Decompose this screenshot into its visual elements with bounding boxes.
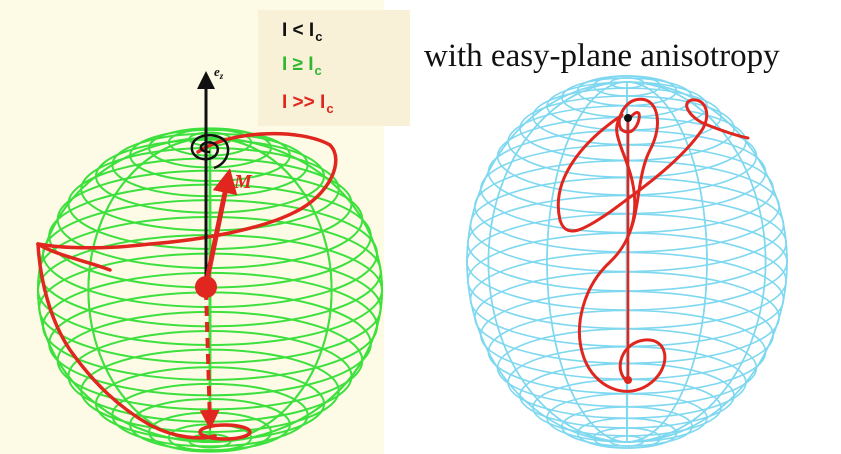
black-precession-spiral bbox=[190, 133, 230, 170]
sphere-outline bbox=[37, 137, 383, 443]
right-diagram-title: with easy-plane anisotropy bbox=[424, 38, 780, 74]
sphere-origin-dot bbox=[195, 276, 217, 298]
vector-label: M bbox=[233, 171, 253, 193]
left-trajectory bbox=[36, 131, 338, 441]
legend-item-below-critical: I < Ic bbox=[282, 20, 323, 44]
legend-item-above-critical: I >> Ic bbox=[282, 92, 334, 116]
right-sphere-top-point bbox=[624, 114, 632, 122]
legend-box: I < Ic I ≥ Ic I >> Ic bbox=[258, 10, 410, 126]
legend-item-at-critical: I ≥ Ic bbox=[282, 54, 322, 78]
magnetization-vector bbox=[203, 168, 238, 286]
axis-label: ez bbox=[214, 64, 224, 81]
reversed-vector-dashed bbox=[199, 289, 220, 430]
right-trajectory bbox=[556, 97, 750, 393]
right-sphere-bottom-point bbox=[624, 376, 632, 384]
sphere-outline bbox=[466, 81, 788, 443]
